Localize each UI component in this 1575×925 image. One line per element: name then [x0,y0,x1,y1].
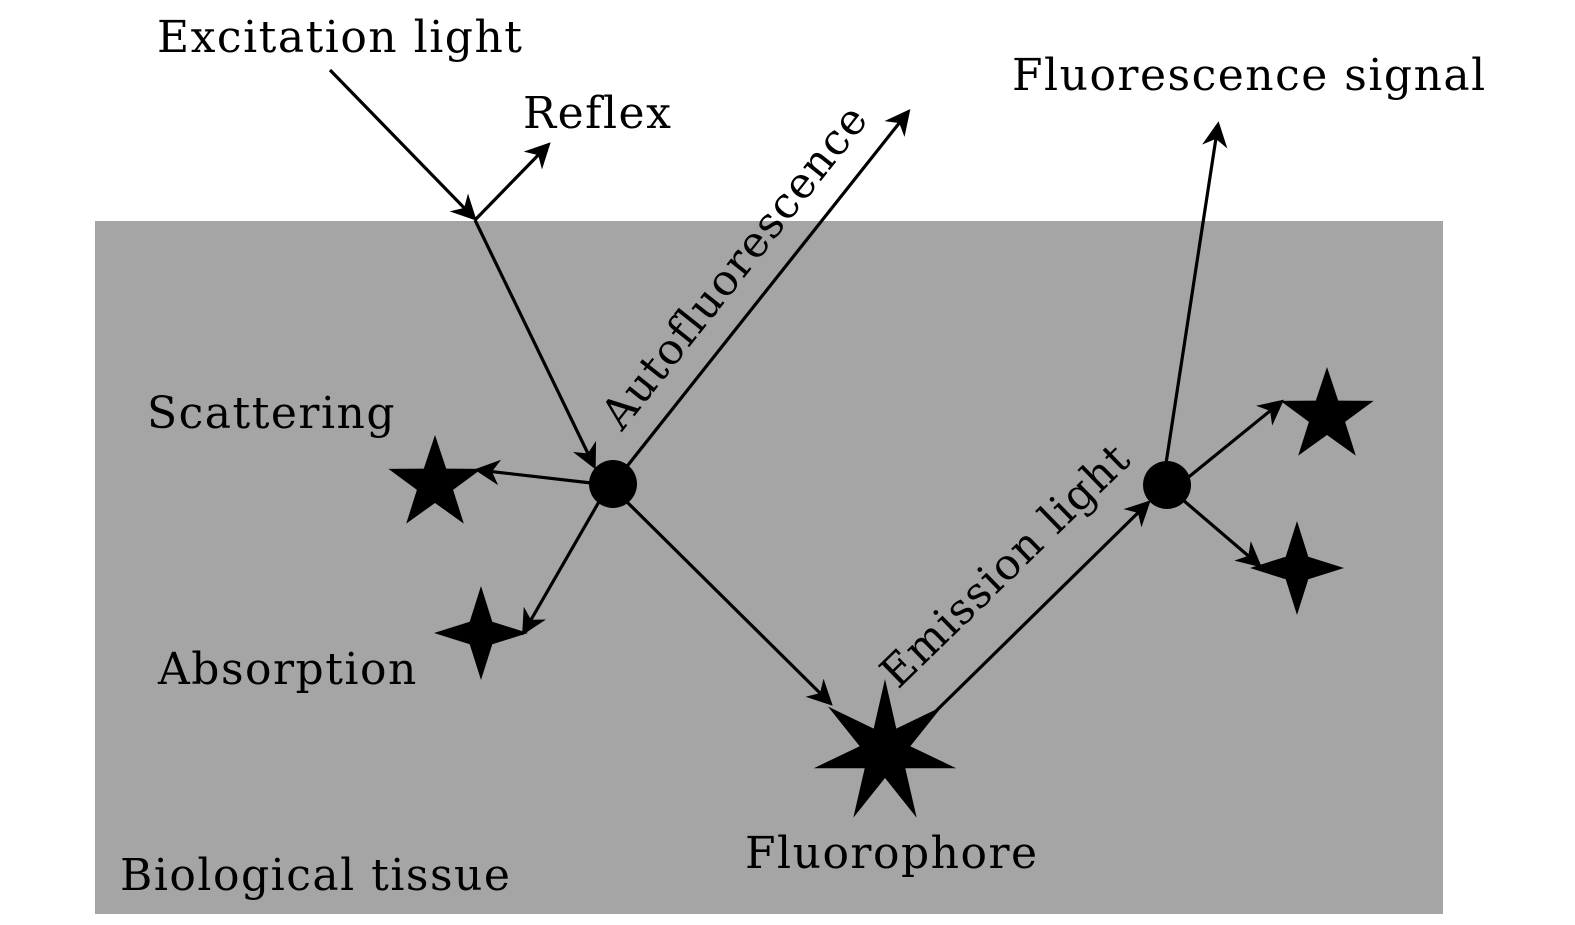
fluorophore-star [813,679,957,818]
scattering-center-right [1143,461,1191,509]
reflex-label: Reflex [523,88,672,139]
refracted-path-arrow [473,219,597,470]
reflex-arrow [473,142,551,222]
excitation-light-label: Excitation light [157,12,523,63]
path-to-fluorophore-arrow [623,498,833,706]
right-absorption-arrow [1181,498,1262,568]
emission-light-arrow [933,500,1151,714]
fluorescence-signal-label: Fluorescence signal [1012,50,1487,101]
scattering-label: Scattering [147,388,396,439]
fluorescence-signal-arrow [1163,121,1228,471]
excitation-light-arrow [328,68,477,221]
absorption-label: Absorption [157,644,418,695]
scattering-center-left [589,460,637,508]
absorber-star-right [1250,521,1344,615]
autofluorescence-arrow [611,108,911,485]
biological-tissue-region [95,221,1443,914]
right-scatter-arrow [1183,399,1284,482]
biological-tissue-label: Biological tissue [120,850,511,901]
absorption-arrow [522,499,602,636]
scattering-arrow [474,459,601,486]
fluorophore-label: Fluorophore [745,828,1039,879]
scatterer-star-right [1280,367,1374,456]
scatterer-star-left [388,435,482,524]
absorber-star-left [434,586,528,680]
